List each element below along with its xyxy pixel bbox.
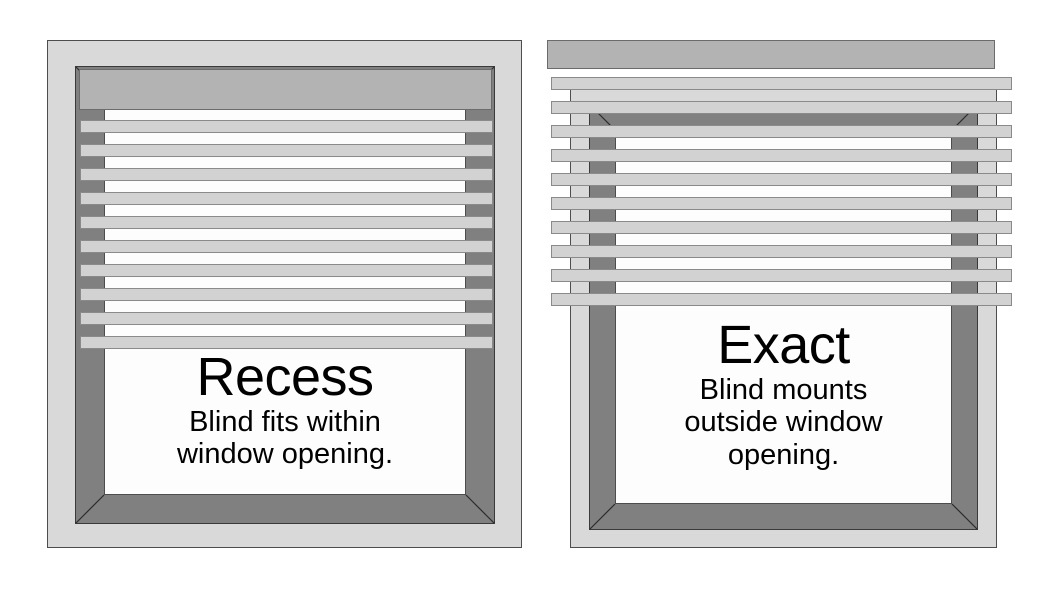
recess-blind (47, 40, 522, 548)
recess-slat (80, 144, 493, 157)
recess-caption: Recess Blind fits within window opening. (104, 350, 466, 471)
recess-slat (80, 312, 493, 325)
recess-slat (80, 120, 493, 133)
recess-slat (80, 168, 493, 181)
recess-headrail (79, 69, 492, 110)
recess-slat (80, 336, 493, 349)
exact-glass (615, 130, 952, 504)
exact-headline: Exact (717, 315, 850, 375)
exact-slat (551, 149, 1012, 162)
exact-slat (551, 245, 1012, 258)
recess-slat (80, 288, 493, 301)
exact-caption: Exact Blind mounts outside window openin… (615, 318, 952, 471)
exact-subtitle: Blind mounts outside window opening. (684, 374, 883, 471)
recess-slat (80, 240, 493, 253)
exact-slat (551, 197, 1012, 210)
recess-headline: Recess (196, 347, 374, 407)
recess-mount-diagram: Recess Blind fits within window opening. (47, 40, 522, 548)
exact-slat (551, 101, 1012, 114)
exact-slat (551, 221, 1012, 234)
exact-slat (551, 173, 1012, 186)
recess-slat (80, 264, 493, 277)
recess-slat (80, 192, 493, 205)
exact-slat (551, 269, 1012, 282)
exact-blind (547, 40, 1017, 548)
exact-slat (551, 125, 1012, 138)
recess-subtitle: Blind fits within window opening. (176, 406, 394, 471)
exact-mount-diagram: Exact Blind mounts outside window openin… (547, 40, 1017, 548)
exact-slat (551, 293, 1012, 306)
exact-headrail (547, 40, 995, 69)
exact-slat (551, 77, 1012, 90)
recess-slat (80, 216, 493, 229)
